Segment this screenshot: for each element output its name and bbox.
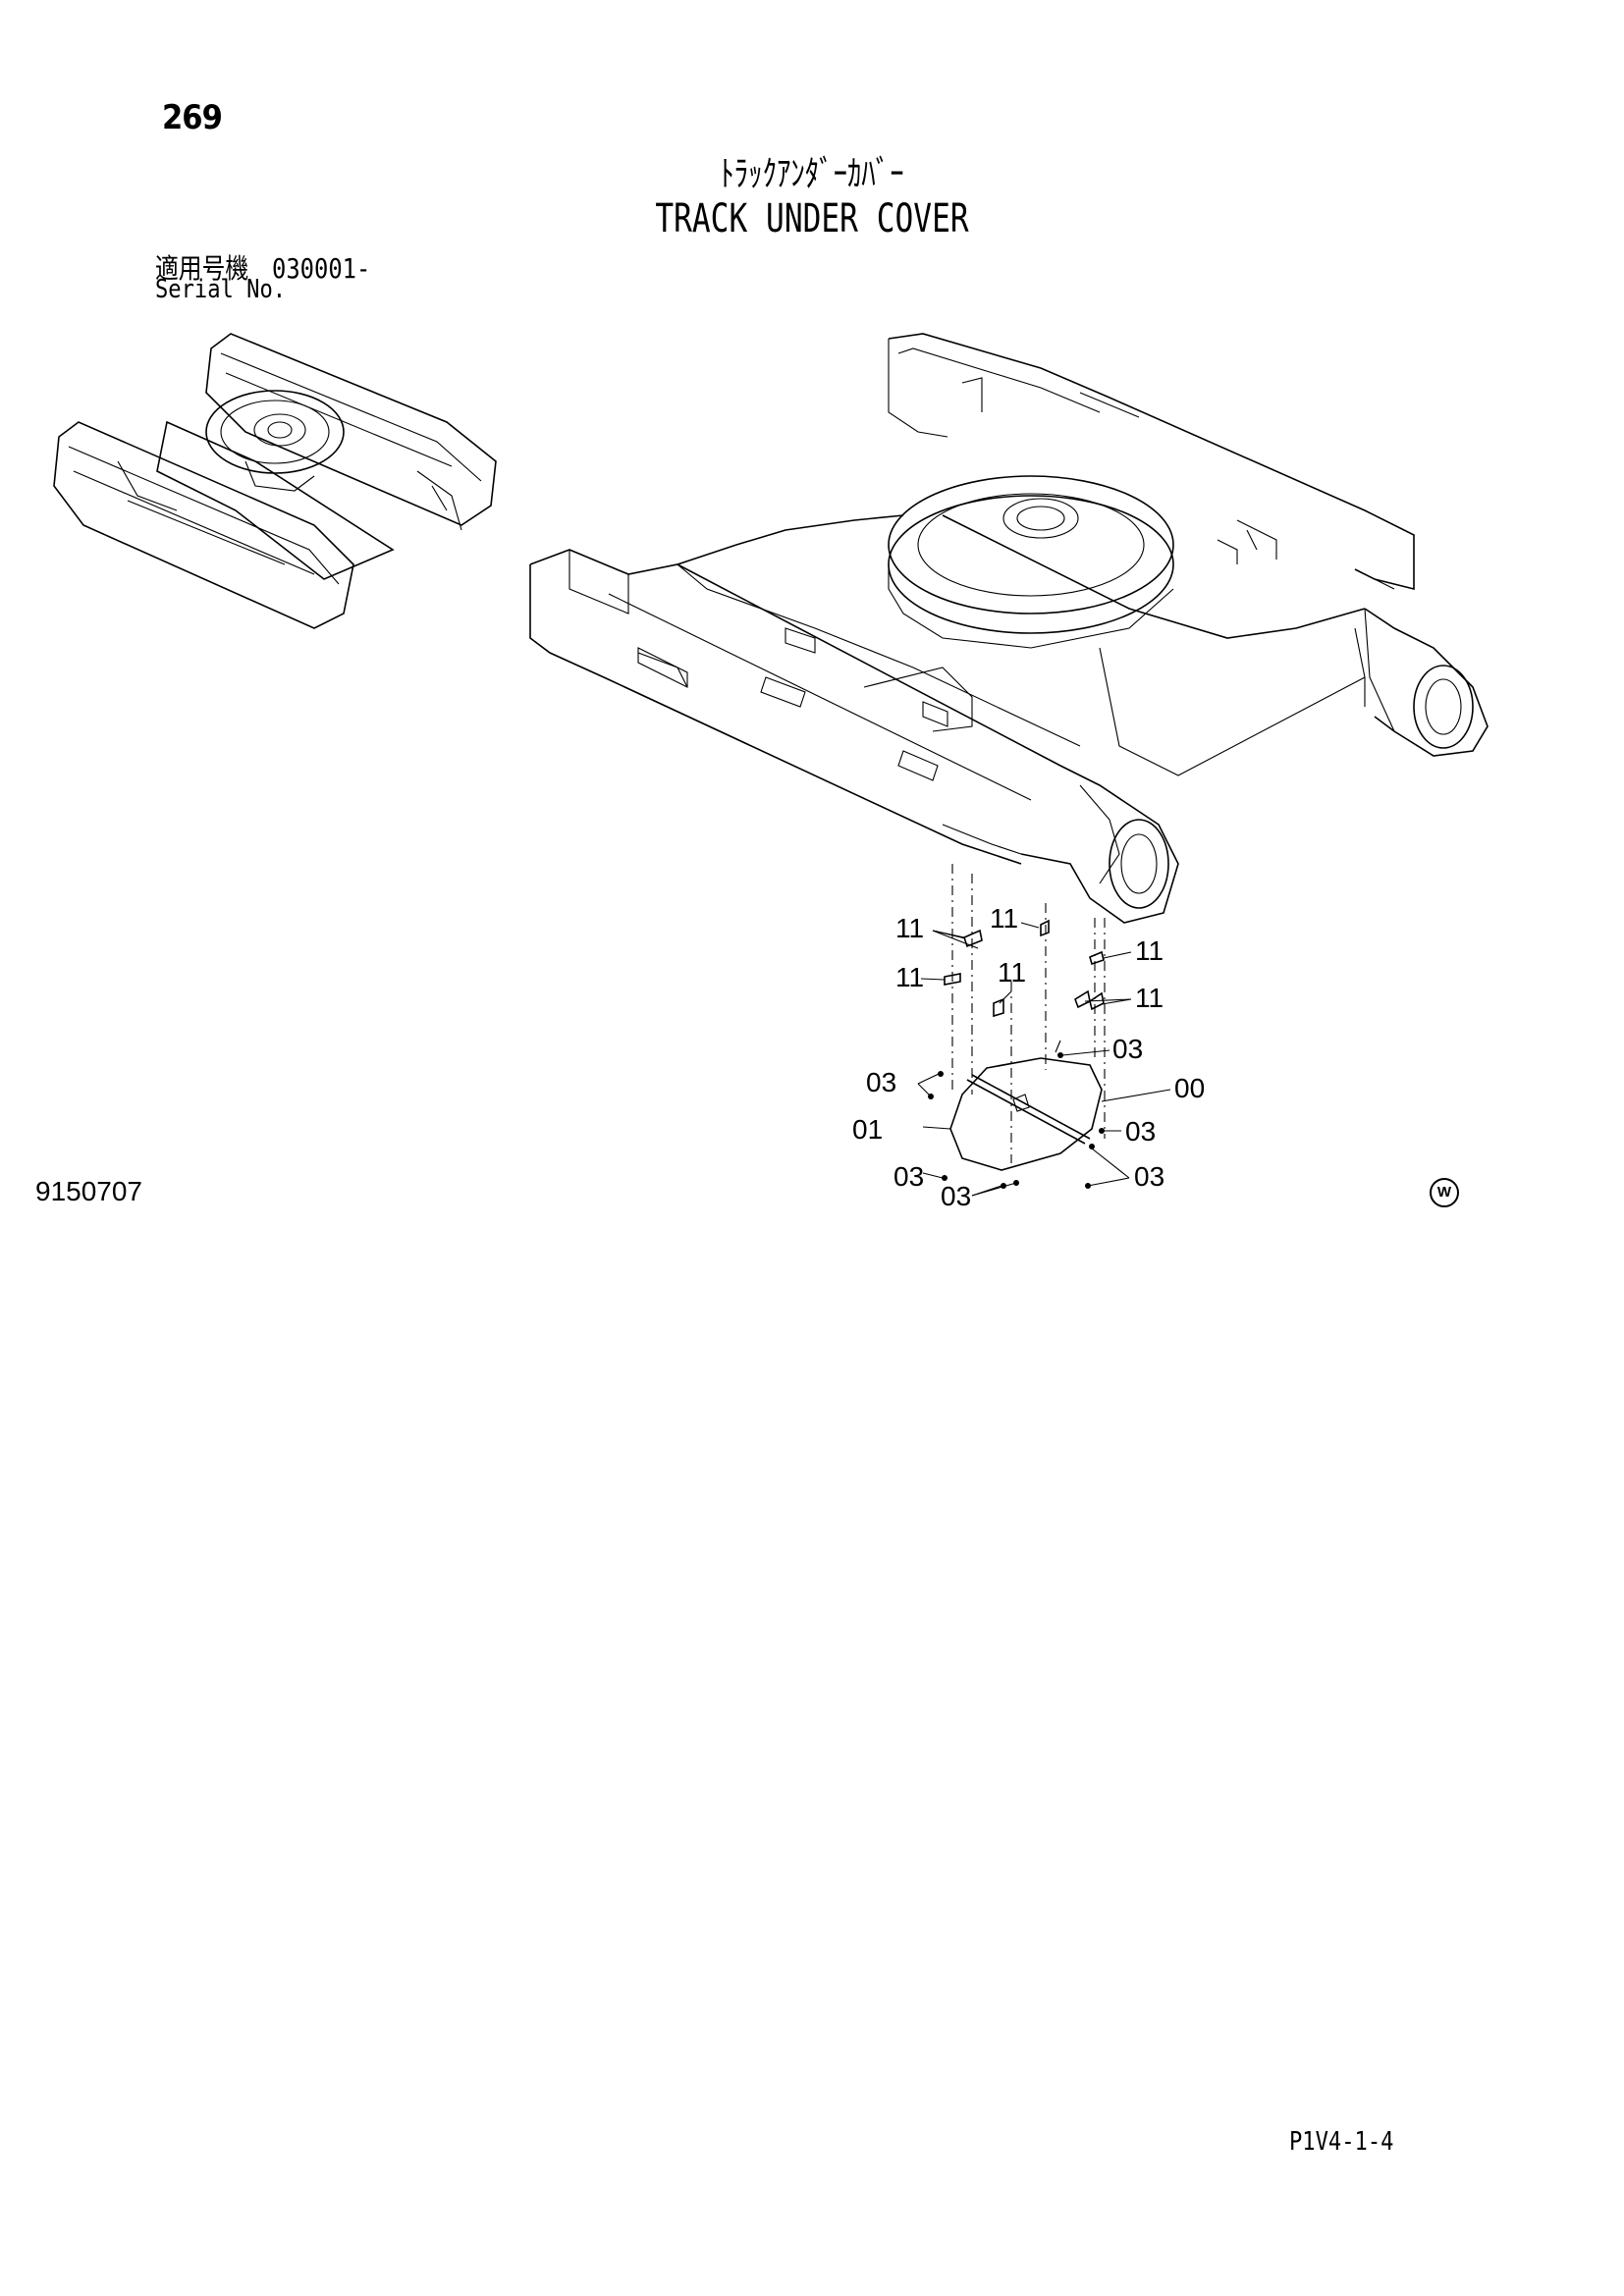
callout-03: 03 [1125, 1116, 1156, 1147]
leader-lines [917, 922, 1171, 1197]
w-mark: W [1430, 1178, 1459, 1207]
title-japanese: ﾄﾗｯｸｱﾝﾀﾞｰｶﾊﾞｰ [720, 154, 904, 194]
callout-03: 03 [866, 1067, 896, 1097]
overview-undercarriage-illustration [53, 333, 497, 629]
drawing-number: 9150707 [35, 1176, 143, 1206]
callout-01: 01 [852, 1114, 883, 1145]
bracket-parts [944, 919, 1105, 1018]
assembly-center-lines [951, 864, 1106, 1163]
callout-00: 00 [1174, 1073, 1205, 1103]
callout-03: 03 [893, 1161, 924, 1192]
title-english: TRACK UNDER COVER [655, 196, 969, 241]
serial-label-japanese: 適用号機 030001- [155, 252, 371, 285]
page-code: P1V4-1-4 [1289, 2127, 1394, 2157]
page-number: 269 [162, 98, 223, 137]
bolt-parts [928, 1052, 1105, 1189]
callout-03: 03 [941, 1181, 971, 1211]
callout-11: 11 [895, 913, 924, 943]
callout-11: 11 [1135, 983, 1164, 1013]
track-frame-illustration [529, 333, 1489, 924]
callout-03: 03 [1112, 1034, 1143, 1064]
callout-03: 03 [1134, 1161, 1164, 1192]
callout-11: 11 [998, 957, 1026, 988]
serial-label-english: Serial No. [155, 275, 287, 304]
callout-11: 11 [990, 903, 1018, 934]
under-cover-plate [949, 1040, 1103, 1171]
callout-labels: 11 11 11 11 11 11 03 03 00 01 03 03 03 0… [852, 903, 1205, 1211]
callout-11: 11 [1135, 935, 1164, 966]
callout-11: 11 [895, 962, 924, 992]
